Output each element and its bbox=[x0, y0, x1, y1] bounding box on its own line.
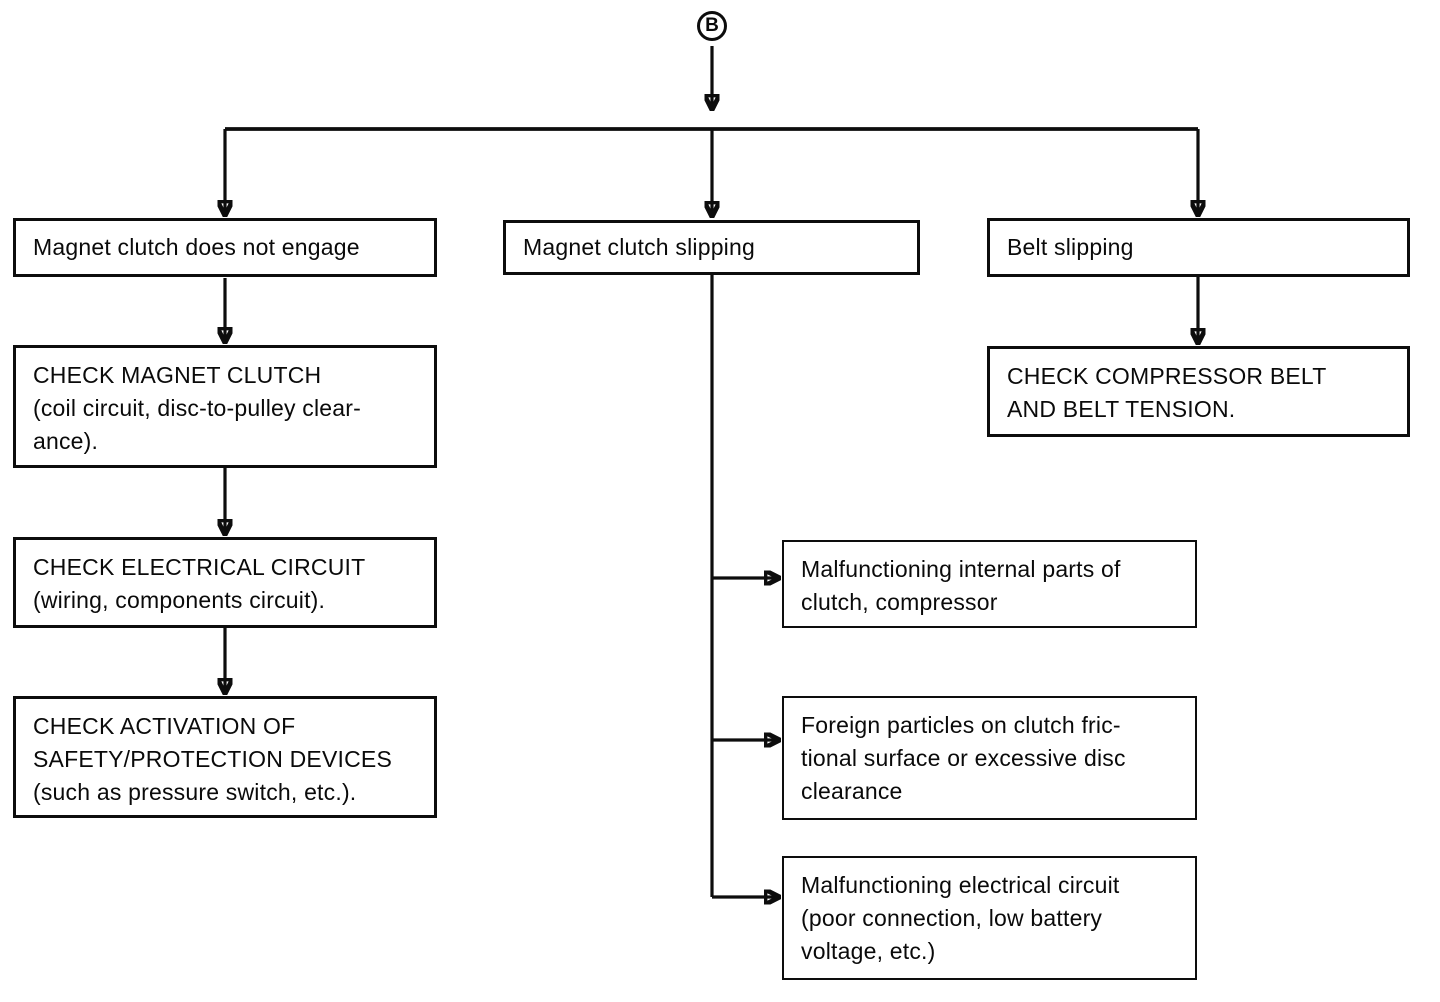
symptom-box-magnet-clutch-slipping: Magnet clutch slipping bbox=[503, 220, 920, 275]
step-box-check-electrical-circuit: CHECK ELECTRICAL CIRCUIT (wiring, compon… bbox=[13, 537, 437, 628]
step-box-check-safety-protection-devices: CHECK ACTIVATION OF SAFETY/PROTECTION DE… bbox=[13, 696, 437, 818]
cause-box-foreign-particles: Foreign particles on clutch fric- tional… bbox=[782, 696, 1197, 820]
step-box-check-compressor-belt: CHECK COMPRESSOR BELT AND BELT TENSION. bbox=[987, 346, 1410, 437]
cause-box-electrical-circuit: Malfunctioning electrical circuit (poor … bbox=[782, 856, 1197, 980]
connector-b: B bbox=[697, 11, 727, 41]
symptom-box-belt-slipping: Belt slipping bbox=[987, 218, 1410, 277]
cause-box-internal-parts: Malfunctioning internal parts of clutch,… bbox=[782, 540, 1197, 628]
connector-b-label: B bbox=[705, 15, 719, 36]
symptom-box-magnet-clutch-does-not-engage: Magnet clutch does not engage bbox=[13, 218, 437, 277]
step-box-check-magnet-clutch: CHECK MAGNET CLUTCH (coil circuit, disc-… bbox=[13, 345, 437, 468]
